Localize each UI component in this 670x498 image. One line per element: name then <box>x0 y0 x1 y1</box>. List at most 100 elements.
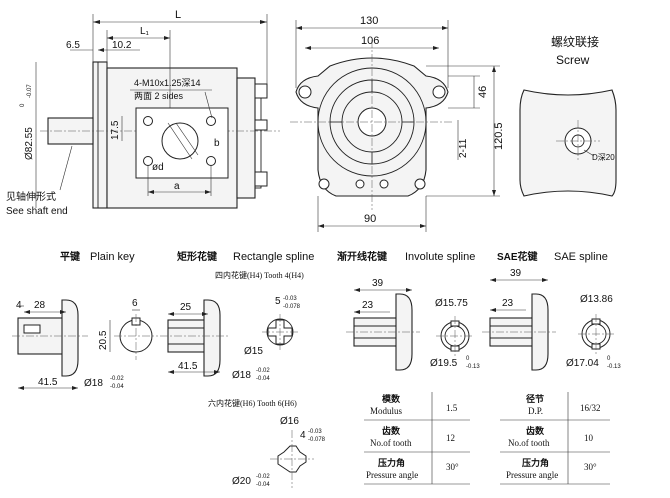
rect-spline-title-en: Rectangle spline <box>233 251 314 263</box>
rect-dim-dia-18-tol-dn: -0.04 <box>256 376 270 382</box>
sae-dim-39: 39 <box>510 268 522 279</box>
screw-title-en: Screw <box>556 53 590 67</box>
sae-row-1-cn: 齿数 <box>526 425 545 436</box>
six-dim-dia-20-tol-up: -0.02 <box>256 474 270 480</box>
plain-dim-dia-18: Ø18 <box>84 378 103 389</box>
dim-106: 106 <box>361 35 379 47</box>
six-tooth-spline-drawing: 六内花键(H6) Tooth 6(H6) Ø16 4 -0.03 -0.078 … <box>208 398 326 488</box>
side-view: 130 106 46 2-11 120.5 90 <box>290 15 505 232</box>
six-tooth-subtitle: 六内花键(H6) Tooth 6(H6) <box>208 398 297 408</box>
sae-row-1-value: 10 <box>584 433 594 443</box>
rect-dim-5-tol-a: -0.03 <box>283 296 297 302</box>
dim-10-2: 10.2 <box>112 40 132 51</box>
involute-dim-dia-19-5: Ø19.5 <box>430 358 458 369</box>
sae-row-0-en: D.P. <box>528 406 543 416</box>
six-dim-dia-16: Ø16 <box>280 416 299 427</box>
plain-key-title-cn: 平键 <box>60 250 81 263</box>
sae-row-2-value: 30° <box>584 462 597 472</box>
dim-90: 90 <box>364 213 376 225</box>
sae-row-1-en: No.of tooth <box>508 438 550 448</box>
port-bolt-tl <box>143 116 153 126</box>
sae-row-2-cn: 压力角 <box>522 457 549 468</box>
sae-title-en: SAE spline <box>554 251 608 263</box>
dim-L: L <box>175 9 181 21</box>
involute-spec-table: 模数 Modulus 1.5 齿数 No.of tooth 12 压力角 Pre… <box>364 392 470 485</box>
rear-cover <box>236 77 256 199</box>
dim-dia-82-55-tol-dn: -0.07 <box>27 84 33 98</box>
involute-row-1-cn: 齿数 <box>382 425 401 436</box>
six-dim-4: 4 <box>300 430 306 441</box>
dim-120-5: 120.5 <box>493 122 505 150</box>
plain-dim-6: 6 <box>132 298 138 309</box>
screw-view: 螺纹联接 Screw D深20 <box>519 34 617 197</box>
port-bolt-tr <box>206 116 216 126</box>
six-dim-dia-20: Ø20 <box>232 476 251 487</box>
involute-row-0-en: Modulus <box>370 406 403 416</box>
plain-dim-4: 4 <box>16 300 22 311</box>
dim-b: b <box>214 138 220 149</box>
sae-spline-drawing: 39 23 Ø13.86 Ø17.04 0 -0.13 <box>482 268 621 371</box>
shaft-note-en: See shaft end <box>6 206 68 217</box>
bolt-head-lower <box>254 171 268 187</box>
involute-row-2-value: 30° <box>446 462 459 472</box>
sae-row-0-cn: 径节 <box>526 393 544 404</box>
involute-row-1-en: No.of tooth <box>370 438 412 448</box>
plain-dim-28: 28 <box>34 300 46 311</box>
shaft-end-titles: 平键 Plain key 矩形花键 Rectangle spline 四内花键(… <box>60 250 608 280</box>
involute-dim-dia-19-5-tol-dn: -0.13 <box>466 364 480 370</box>
port-bolt-br <box>206 156 216 166</box>
dim-130: 130 <box>360 15 378 27</box>
front-view: L L₁ 6.5 10.2 Ø82.55 0 -0.07 17.5 a b ød… <box>6 9 280 217</box>
rect-spline-drawing: 25 41.5 5 -0.03 -0.078 Ø15 Ø18 -0.02 -0.… <box>160 296 301 382</box>
sae-row-2-en: Pressure angle <box>506 470 558 480</box>
involute-title-cn: 渐开线花键 <box>337 250 388 263</box>
involute-title-en: Involute spline <box>405 251 475 263</box>
rect-dim-dia-15: Ø15 <box>244 346 263 357</box>
sae-row-0-value: 16/32 <box>580 403 601 413</box>
involute-dim-dia-19-5-tol-up: 0 <box>466 356 470 362</box>
shaft-note-cn: 见轴伸形式 <box>6 190 56 203</box>
dim-phid: ød <box>152 162 164 173</box>
bolt-head-upper <box>254 83 268 99</box>
plain-key-title-en: Plain key <box>90 251 135 263</box>
thread-callout: 4-M10x1.25深14 <box>134 78 201 88</box>
dim-dia-82-55-tol-up: 0 <box>20 103 26 107</box>
dim-dia-82-55: Ø82.55 <box>24 127 35 160</box>
screw-title-cn: 螺纹联接 <box>551 34 599 49</box>
rect-spline-title-cn: 矩形花键 <box>177 250 218 263</box>
sae-title-cn: SAE花键 <box>497 250 539 263</box>
sae-dim-23: 23 <box>502 298 514 309</box>
involute-row-2-en: Pressure angle <box>366 470 418 480</box>
sae-dim-dia-17-04-tol-dn: -0.13 <box>607 364 621 370</box>
rect-dim-5-tol-b: -0.078 <box>283 304 301 310</box>
dim-6-5: 6.5 <box>66 40 80 51</box>
thread-callout-sides: 两面 2 sides <box>134 91 184 101</box>
plain-dim-41-5: 41.5 <box>38 377 58 388</box>
involute-dim-23: 23 <box>362 300 374 311</box>
dim-2-11: 2-11 <box>458 138 469 158</box>
involute-row-1-value: 12 <box>446 433 455 443</box>
screw-depth-label: D深20 <box>592 153 615 162</box>
involute-dim-dia-15-75: Ø15.75 <box>435 298 468 309</box>
dim-46: 46 <box>477 86 489 98</box>
mounting-flange <box>92 61 108 209</box>
involute-spline-drawing: 39 23 Ø15.75 Ø19.5 0 -0.13 <box>346 278 480 371</box>
sae-dim-dia-17-04: Ø17.04 <box>566 358 599 369</box>
sae-dim-dia-17-04-tol-up: 0 <box>607 356 611 362</box>
plain-dim-dia-18-tol-dn: -0.04 <box>110 384 124 390</box>
six-dim-dia-20-tol-dn: -0.04 <box>256 482 270 488</box>
six-dim-4-tol-b: -0.078 <box>308 437 326 443</box>
involute-row-0-value: 1.5 <box>446 403 458 413</box>
rect-dim-dia-18-tol-up: -0.02 <box>256 368 270 374</box>
involute-row-0-cn: 模数 <box>382 393 401 404</box>
rect-dim-5: 5 <box>275 296 281 307</box>
sae-dim-dia-13-86: Ø13.86 <box>580 294 613 305</box>
rect-dim-41-5: 41.5 <box>178 361 198 372</box>
rect-dim-dia-18: Ø18 <box>232 370 251 381</box>
dim-a: a <box>174 181 180 192</box>
involute-dim-39: 39 <box>372 278 384 289</box>
plain-key-drawing: 4 28 41.5 6 20.5 Ø18 -0.02 -0.04 <box>12 298 158 390</box>
plain-dim-20-5: 20.5 <box>98 330 109 350</box>
dim-17-5: 17.5 <box>110 120 121 140</box>
